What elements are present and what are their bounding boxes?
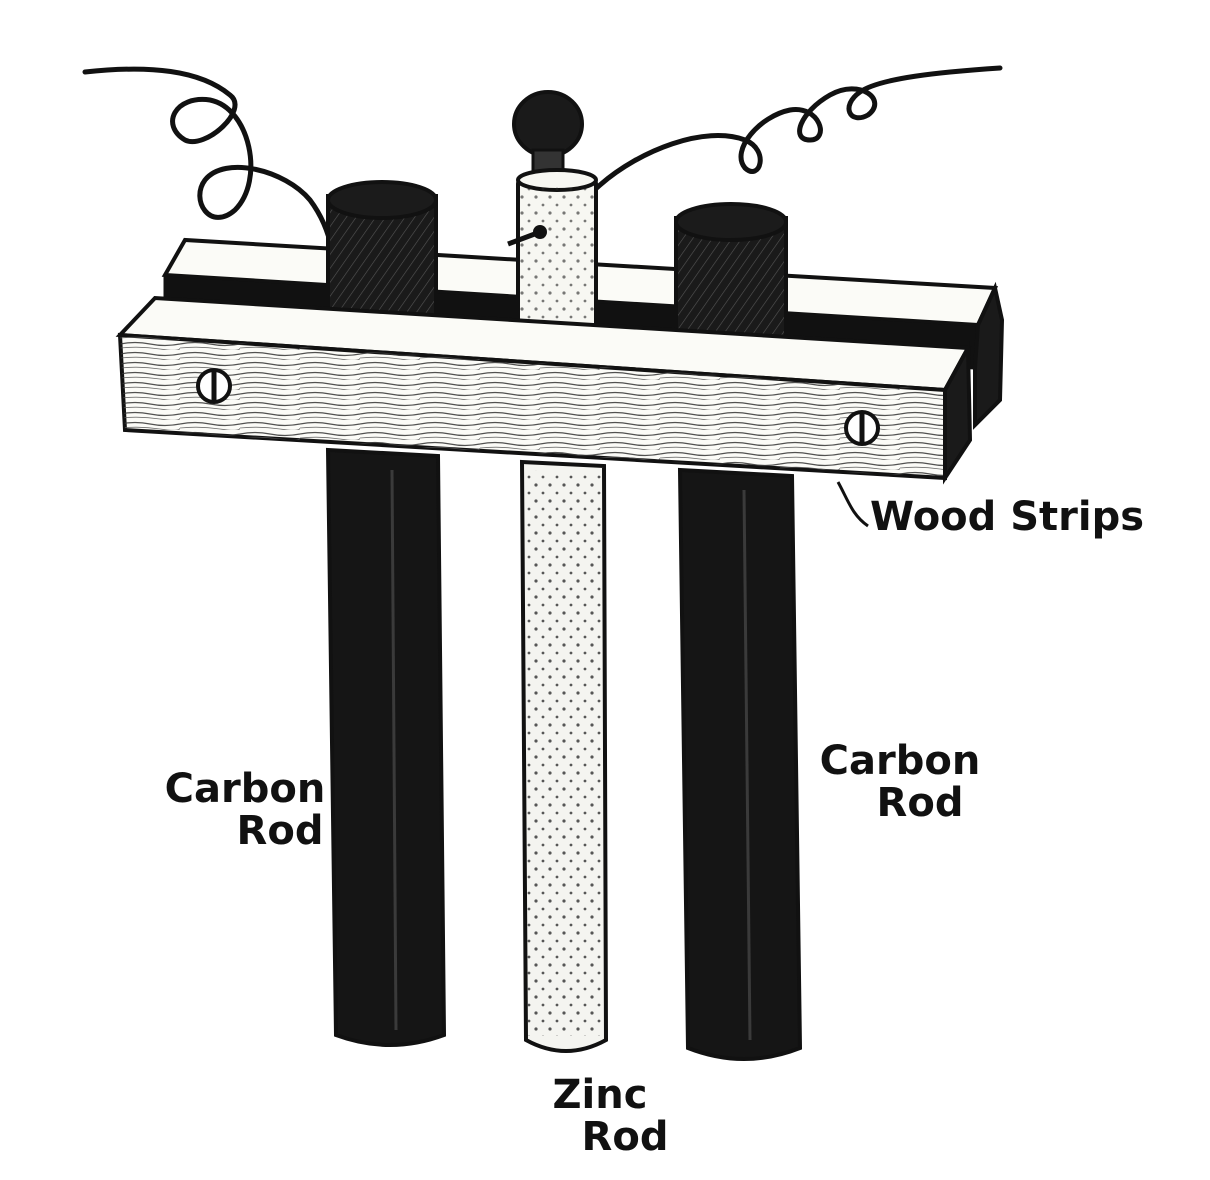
carbon-rod-left-label-line1: Carbon <box>164 766 326 812</box>
wood-strips-leader <box>836 481 869 528</box>
carbon-rod-right-label-line1: Carbon <box>819 738 981 784</box>
left-coiled-wire <box>82 66 335 253</box>
carbon-rod-right-label-line2: Rod <box>876 780 964 826</box>
carbon-rod-right-bottom <box>677 467 803 1061</box>
zinc-rod-label: Zinc Rod <box>515 1074 685 1158</box>
front-wood-strip <box>115 295 973 485</box>
carbon-rod-right-top <box>674 202 788 352</box>
carbon-rod-left-bottom <box>325 447 447 1047</box>
wood-strips-label: Wood Strips <box>870 494 1145 540</box>
zinc-rod-label-line1: Zinc <box>552 1072 648 1118</box>
binding-post <box>507 90 598 340</box>
carbon-rod-left-label-line2: Rod <box>236 808 324 854</box>
zinc-rod <box>519 459 609 1053</box>
right-coiled-wire <box>557 65 1003 228</box>
carbon-rod-right-label: Carbon Rod <box>805 740 995 824</box>
zinc-rod-label-line2: Rod <box>581 1114 669 1160</box>
carbon-rod-left-label: Carbon Rod <box>150 768 340 852</box>
